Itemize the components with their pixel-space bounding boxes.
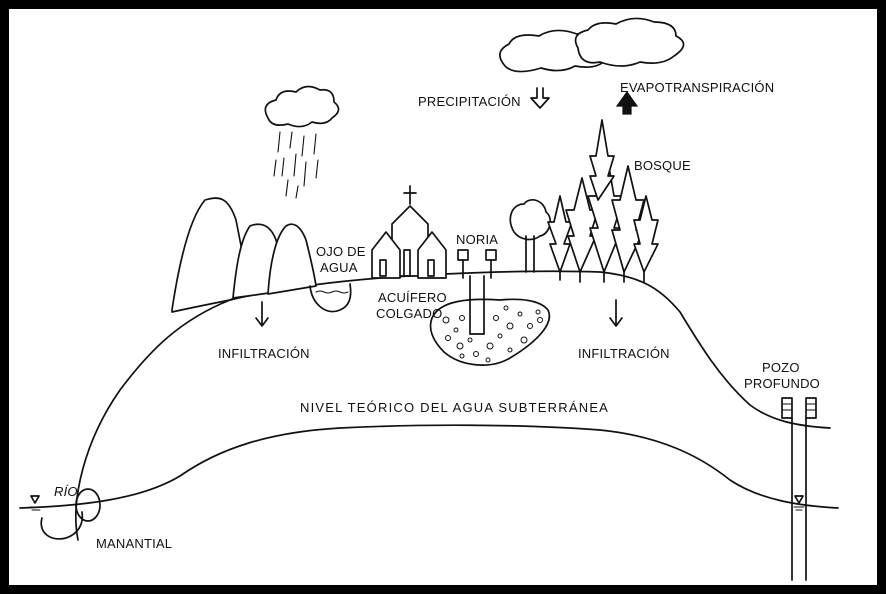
church-icon xyxy=(371,185,447,279)
manantial-label: MANANTIAL xyxy=(96,536,172,551)
infiltration-arrow-right-icon xyxy=(609,299,623,327)
acuifero-colgado-lens xyxy=(429,298,551,366)
ojo-de-agua-label-line2: AGUA xyxy=(320,260,358,275)
ojo-de-agua-pond xyxy=(309,283,352,313)
pozo-label-line1: POZO xyxy=(762,360,800,375)
bosque-label: BOSQUE xyxy=(634,158,691,173)
large-cloud-icon xyxy=(499,17,685,73)
water-table-triangle-icon xyxy=(29,495,43,511)
infiltracion-left-label: INFILTRACIÓN xyxy=(218,346,310,361)
acuifero-label-line2: COLGADO xyxy=(376,306,442,321)
ojo-de-agua-label-line1: OJO DE xyxy=(316,244,366,259)
pozo-label-line2: PROFUNDO xyxy=(744,376,820,391)
acuifero-label-line1: ACUÍFERO xyxy=(378,290,447,305)
pozo-profundo-well-icon xyxy=(781,397,817,581)
rio-label: RÍO xyxy=(54,484,78,499)
rio-river xyxy=(40,488,101,540)
round-tree-icon xyxy=(509,199,552,273)
forest-bosque-icon xyxy=(547,119,659,283)
infiltracion-right-label: INFILTRACIÓN xyxy=(578,346,670,361)
rain-cloud-icon xyxy=(264,85,340,128)
noria-label: NORIA xyxy=(456,232,498,247)
infiltration-arrow-left-icon xyxy=(255,301,269,327)
noria-well-icon xyxy=(457,249,497,335)
precipitacion-label: PRECIPITACIÓN xyxy=(418,94,521,109)
evapotranspiracion-label: EVAPOTRANSPIRACIÓN xyxy=(620,80,774,95)
hollow-down-arrow-icon xyxy=(530,87,550,109)
nivel-teorico-label: NIVEL TEÓRICO DEL AGUA SUBTERRÁNEA xyxy=(300,400,609,415)
water-table-line xyxy=(19,424,839,509)
solid-up-arrow-icon xyxy=(615,90,639,115)
mountain-peaks xyxy=(171,197,317,313)
rain-streaks-icon xyxy=(273,131,319,199)
